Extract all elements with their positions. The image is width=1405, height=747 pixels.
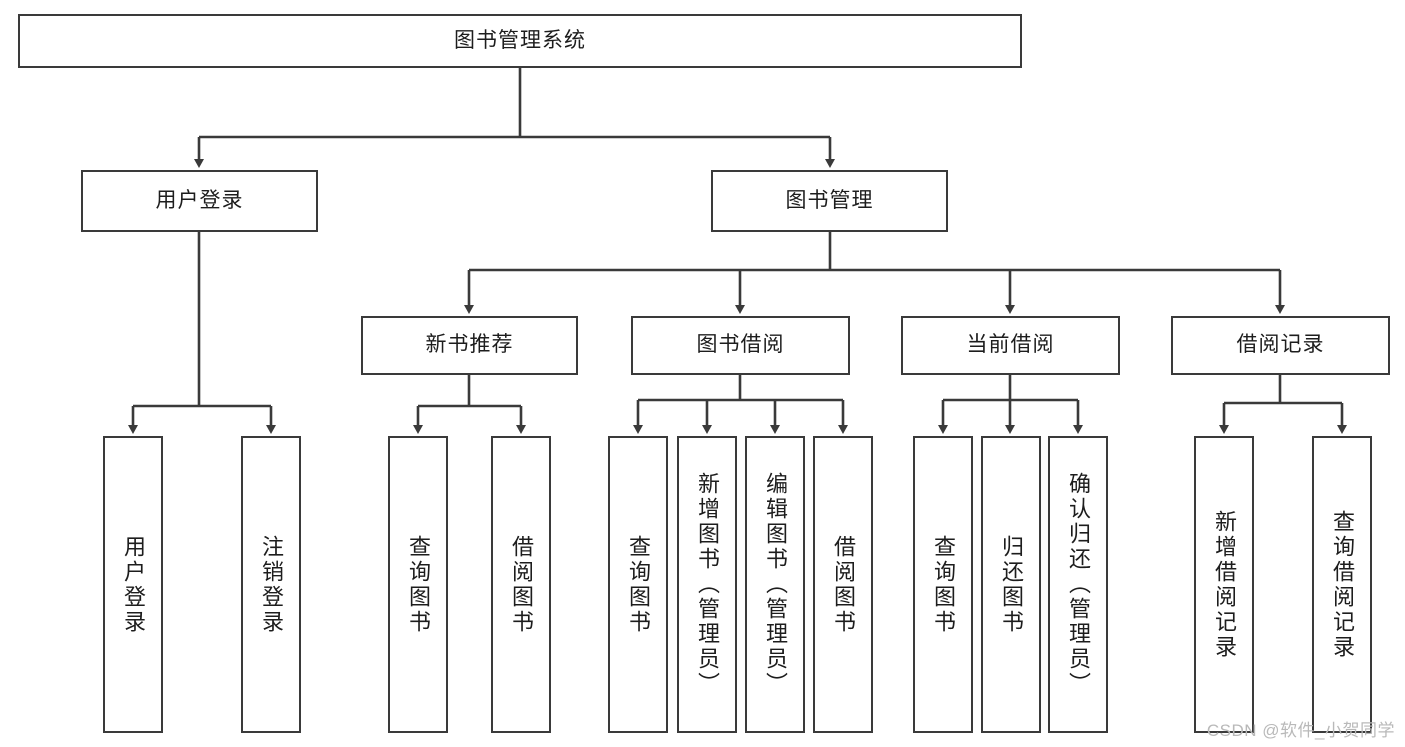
node-new-book-recommend-label: 新书推荐 (425, 333, 514, 357)
leaf-add-book-label: 新增图书（管理员） (695, 472, 720, 697)
leaf-confirm-return-label: 确认归还（管理员） (1066, 472, 1091, 697)
node-new-book-recommend[interactable]: 新书推荐 (361, 316, 578, 375)
node-current-borrow-label: 当前借阅 (966, 333, 1055, 357)
leaf-user-login[interactable]: 用户登录 (103, 436, 163, 733)
leaf-query-book-3[interactable]: 查询图书 (913, 436, 973, 733)
node-borrow-record-label: 借阅记录 (1236, 333, 1325, 357)
leaf-query-book-1-label: 查询图书 (406, 534, 431, 635)
leaf-add-record[interactable]: 新增借阅记录 (1194, 436, 1254, 733)
node-user-login-label: 用户登录 (155, 188, 244, 212)
leaf-edit-book-label: 编辑图书（管理员） (763, 472, 788, 697)
leaf-query-book-1[interactable]: 查询图书 (388, 436, 448, 733)
node-root-label: 图书管理系统 (454, 28, 586, 52)
node-book-management-label: 图书管理 (785, 188, 874, 212)
leaf-borrow-book-2[interactable]: 借阅图书 (813, 436, 873, 733)
leaf-query-record[interactable]: 查询借阅记录 (1312, 436, 1372, 733)
leaf-query-book-2-label: 查询图书 (626, 534, 651, 635)
leaf-return-book[interactable]: 归还图书 (981, 436, 1041, 733)
leaf-add-book[interactable]: 新增图书（管理员） (677, 436, 737, 733)
node-book-management[interactable]: 图书管理 (711, 170, 948, 232)
leaf-confirm-return[interactable]: 确认归还（管理员） (1048, 436, 1108, 733)
leaf-return-book-label: 归还图书 (999, 534, 1024, 635)
leaf-edit-book[interactable]: 编辑图书（管理员） (745, 436, 805, 733)
leaf-query-book-3-label: 查询图书 (931, 534, 956, 635)
node-user-login[interactable]: 用户登录 (81, 170, 318, 232)
leaf-logout-login[interactable]: 注销登录 (241, 436, 301, 733)
node-book-borrow[interactable]: 图书借阅 (631, 316, 850, 375)
csdn-watermark: CSDN @软件_小贺同学 (1206, 721, 1395, 740)
node-current-borrow[interactable]: 当前借阅 (901, 316, 1120, 375)
node-book-borrow-label: 图书借阅 (696, 333, 785, 357)
leaf-logout-login-label: 注销登录 (259, 534, 284, 635)
leaf-borrow-book-1[interactable]: 借阅图书 (491, 436, 551, 733)
leaf-user-login-label: 用户登录 (121, 534, 146, 635)
leaf-borrow-book-2-label: 借阅图书 (831, 534, 856, 635)
leaf-borrow-book-1-label: 借阅图书 (509, 534, 534, 635)
leaf-query-record-label: 查询借阅记录 (1330, 509, 1355, 660)
node-borrow-record[interactable]: 借阅记录 (1171, 316, 1390, 375)
leaf-add-record-label: 新增借阅记录 (1212, 509, 1237, 660)
leaf-query-book-2[interactable]: 查询图书 (608, 436, 668, 733)
node-root[interactable]: 图书管理系统 (18, 14, 1022, 68)
